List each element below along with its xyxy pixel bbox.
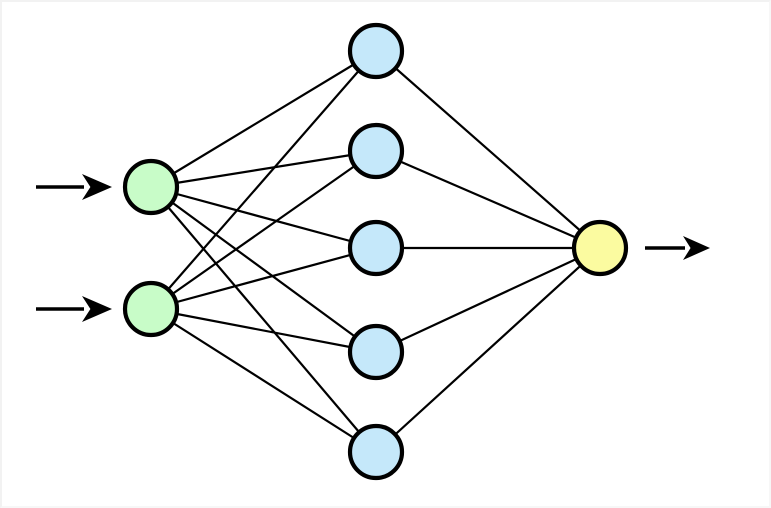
edge-i2-h1	[149, 49, 378, 311]
arrow-layer	[36, 174, 710, 322]
edge-i2-h4	[149, 307, 378, 354]
input-node-2[interactable]	[122, 280, 180, 338]
input-node-1[interactable]	[122, 158, 180, 216]
hidden-node-3[interactable]	[347, 219, 405, 277]
edge-i2-h3	[149, 246, 378, 311]
hidden-node-4[interactable]	[347, 323, 405, 381]
edge-h2-o1	[374, 149, 602, 250]
hidden-node-1[interactable]	[347, 22, 405, 80]
edge-i1-h2	[149, 149, 378, 189]
output-node-1[interactable]	[571, 219, 629, 277]
edge-h4-o1	[374, 246, 602, 354]
output-arrow-1-head	[683, 236, 710, 260]
edge-i2-h2	[149, 149, 378, 311]
hidden-node-2[interactable]	[347, 122, 405, 180]
input-arrow-2-head	[82, 296, 112, 322]
edge-i1-h1	[149, 49, 378, 189]
input-arrow-1-head	[82, 174, 112, 200]
edge-layer	[149, 49, 602, 454]
edge-h5-o1	[374, 246, 602, 454]
edge-i2-h5	[149, 307, 378, 454]
node-layer	[122, 22, 629, 481]
edge-i1-h4	[149, 185, 378, 354]
edge-i1-h5	[149, 185, 378, 454]
edge-h1-o1	[374, 49, 602, 250]
hidden-node-5[interactable]	[347, 423, 405, 481]
edge-i1-h3	[149, 185, 378, 250]
